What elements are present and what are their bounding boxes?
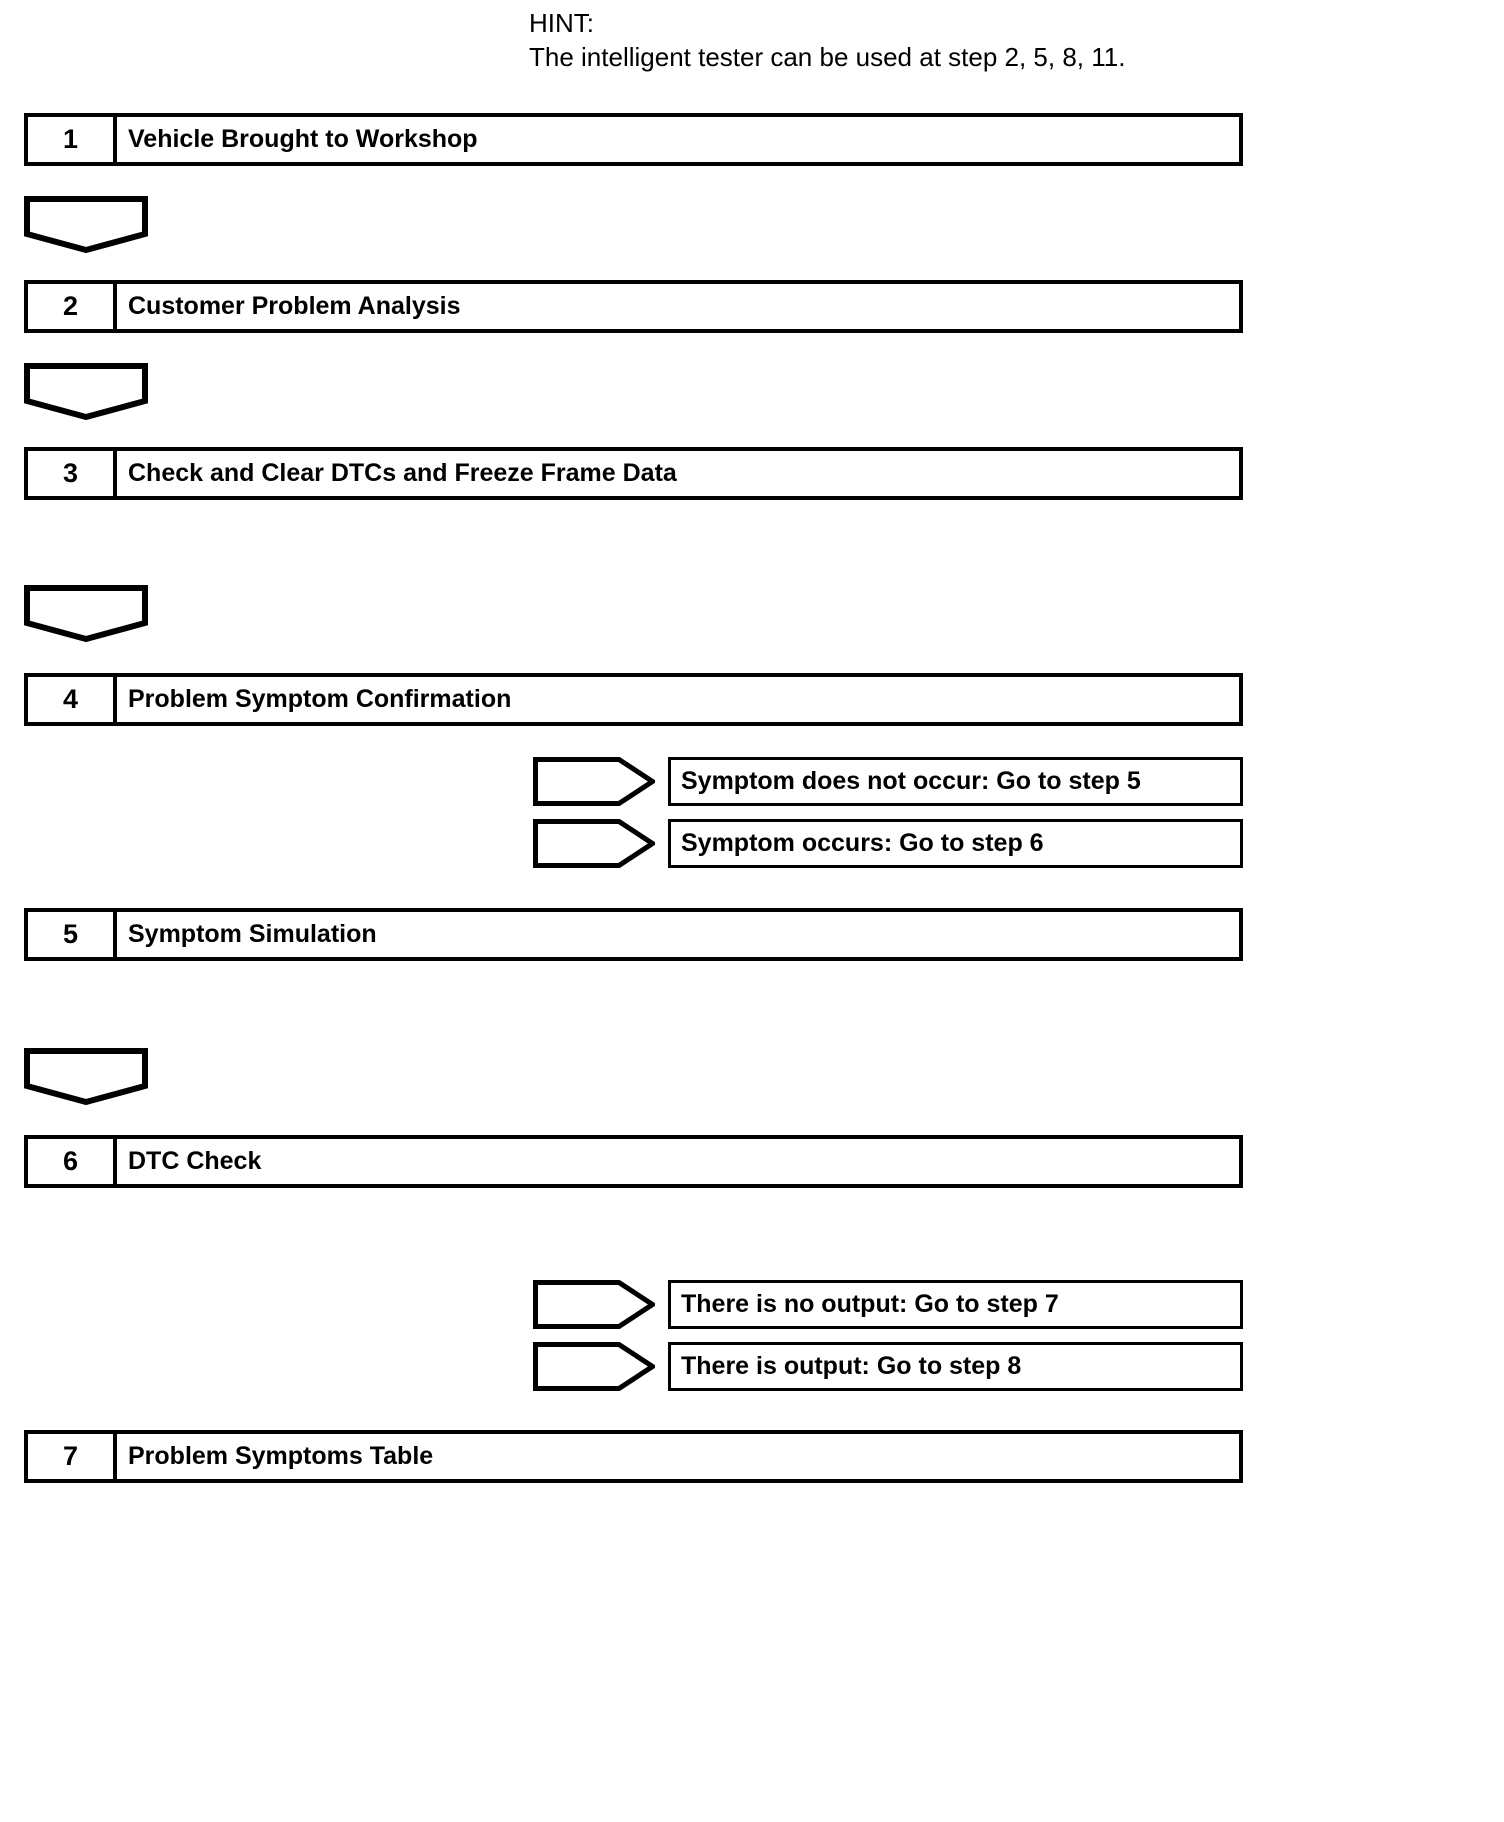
step-label-7: Problem Symptoms Table — [128, 1442, 434, 1470]
step-row-5[interactable]: 5 Symptom Simulation — [24, 908, 1243, 961]
down-arrow-1 — [24, 196, 148, 253]
hint-title: HINT: — [529, 8, 594, 38]
branch-row-2[interactable]: Symptom occurs: Go to step 6 — [0, 819, 1504, 868]
step-row-3[interactable]: 3 Check and Clear DTCs and Freeze Frame … — [24, 447, 1243, 500]
step-label-4: Problem Symptom Confirmation — [128, 685, 512, 713]
down-arrow-2 — [24, 363, 148, 420]
hint-block: HINT: The intelligent tester can be used… — [529, 6, 1125, 74]
step-label-1: Vehicle Brought to Workshop — [128, 125, 478, 153]
branch-arrow-right-icon-1 — [533, 757, 655, 806]
step-number-3: 3 — [28, 451, 117, 496]
step-label-2: Customer Problem Analysis — [128, 292, 461, 320]
step-number-7: 7 — [28, 1434, 117, 1479]
step-row-6[interactable]: 6 DTC Check — [24, 1135, 1243, 1188]
step-number-4: 4 — [28, 677, 117, 722]
branch-label-1: Symptom does not occur: Go to step 5 — [668, 757, 1243, 806]
step-number-5: 5 — [28, 912, 117, 957]
branch-label-4: There is output: Go to step 8 — [668, 1342, 1243, 1391]
branch-label-3: There is no output: Go to step 7 — [668, 1280, 1243, 1329]
branch-row-4[interactable]: There is output: Go to step 8 — [0, 1342, 1504, 1391]
branch-label-2: Symptom occurs: Go to step 6 — [668, 819, 1243, 868]
step-label-5: Symptom Simulation — [128, 920, 377, 948]
step-number-1: 1 — [28, 117, 117, 162]
step-number-6: 6 — [28, 1139, 117, 1184]
step-row-7[interactable]: 7 Problem Symptoms Table — [24, 1430, 1243, 1483]
branch-row-3[interactable]: There is no output: Go to step 7 — [0, 1280, 1504, 1329]
branch-arrow-right-icon-2 — [533, 819, 655, 868]
down-arrow-4 — [24, 1048, 148, 1105]
branch-arrow-right-icon-3 — [533, 1280, 655, 1329]
step-label-6: DTC Check — [128, 1147, 262, 1175]
branch-arrow-right-icon-4 — [533, 1342, 655, 1391]
down-arrow-3 — [24, 585, 148, 642]
step-number-2: 2 — [28, 284, 117, 329]
step-row-4[interactable]: 4 Problem Symptom Confirmation — [24, 673, 1243, 726]
step-row-1[interactable]: 1 Vehicle Brought to Workshop — [24, 113, 1243, 166]
branch-row-1[interactable]: Symptom does not occur: Go to step 5 — [0, 757, 1504, 806]
step-row-2[interactable]: 2 Customer Problem Analysis — [24, 280, 1243, 333]
hint-text: The intelligent tester can be used at st… — [529, 42, 1126, 72]
step-label-3: Check and Clear DTCs and Freeze Frame Da… — [128, 459, 677, 487]
